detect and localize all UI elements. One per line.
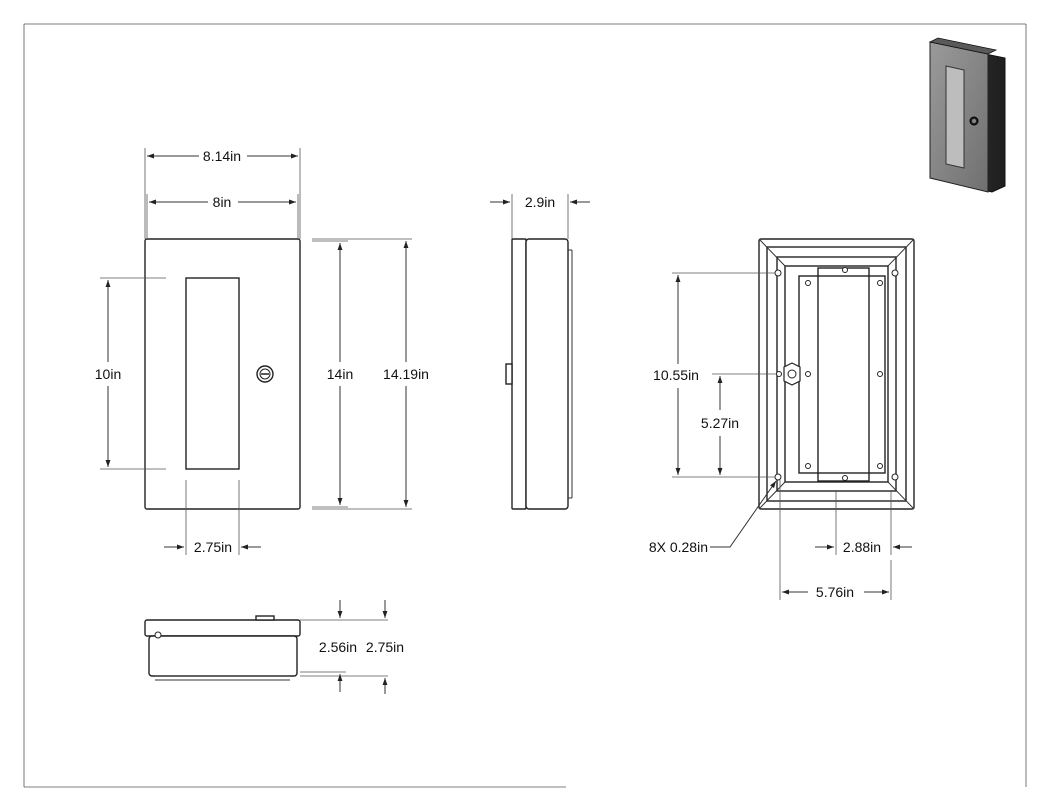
dim-label: 2.75in	[366, 639, 404, 655]
dim-depth: 2.9in	[490, 194, 590, 239]
dim-label: 2.75in	[194, 539, 232, 555]
dim-overall-height: 14.19in	[312, 238, 429, 510]
dim-label: 5.27in	[701, 415, 739, 431]
dim-label: 10.55in	[653, 367, 699, 383]
lock-nut-icon	[783, 362, 801, 386]
sheet-border	[23, 23, 1027, 788]
window-panel	[185, 277, 240, 470]
dim-label: 2.88in	[843, 539, 881, 555]
lock-icon	[256, 365, 274, 383]
dim-label: 5.76in	[816, 584, 854, 600]
dim-label: 8.14in	[203, 148, 241, 164]
dim-mount-horizontal: 5.76in	[779, 480, 892, 600]
dim-bottom-depth: 2.56in 2.75in	[300, 600, 404, 694]
dim-label: 14.19in	[383, 366, 429, 382]
isometric-view	[928, 37, 1006, 193]
dim-mount-vertical: 10.55in	[653, 272, 775, 478]
dim-mount-half-vertical: 5.27in	[701, 373, 776, 475]
dim-overall-width: 8.14in	[144, 148, 301, 239]
dim-height: 14in	[312, 240, 353, 508]
mount-rail-right	[868, 275, 886, 474]
front-view	[144, 238, 301, 510]
dim-label: 2.56in	[319, 639, 357, 655]
dim-width: 8in	[146, 194, 299, 239]
mounting-hole-icon	[774, 267, 899, 481]
dim-holes: 8X 0.28in	[649, 480, 777, 555]
iso-window	[945, 65, 965, 169]
dim-label: 8X 0.28in	[649, 539, 708, 555]
back-view	[758, 238, 915, 510]
dim-window-height: 10in	[95, 277, 166, 470]
dim-label: 8in	[213, 194, 232, 210]
dim-label: 14in	[327, 366, 353, 382]
side-view	[505, 238, 573, 510]
dim-label: 2.9in	[525, 194, 555, 210]
dim-window-width: 2.75in	[164, 480, 261, 555]
dim-mount-half-horizontal: 2.88in	[815, 490, 912, 555]
dim-label: 10in	[95, 366, 121, 382]
bottom-view	[144, 615, 301, 681]
